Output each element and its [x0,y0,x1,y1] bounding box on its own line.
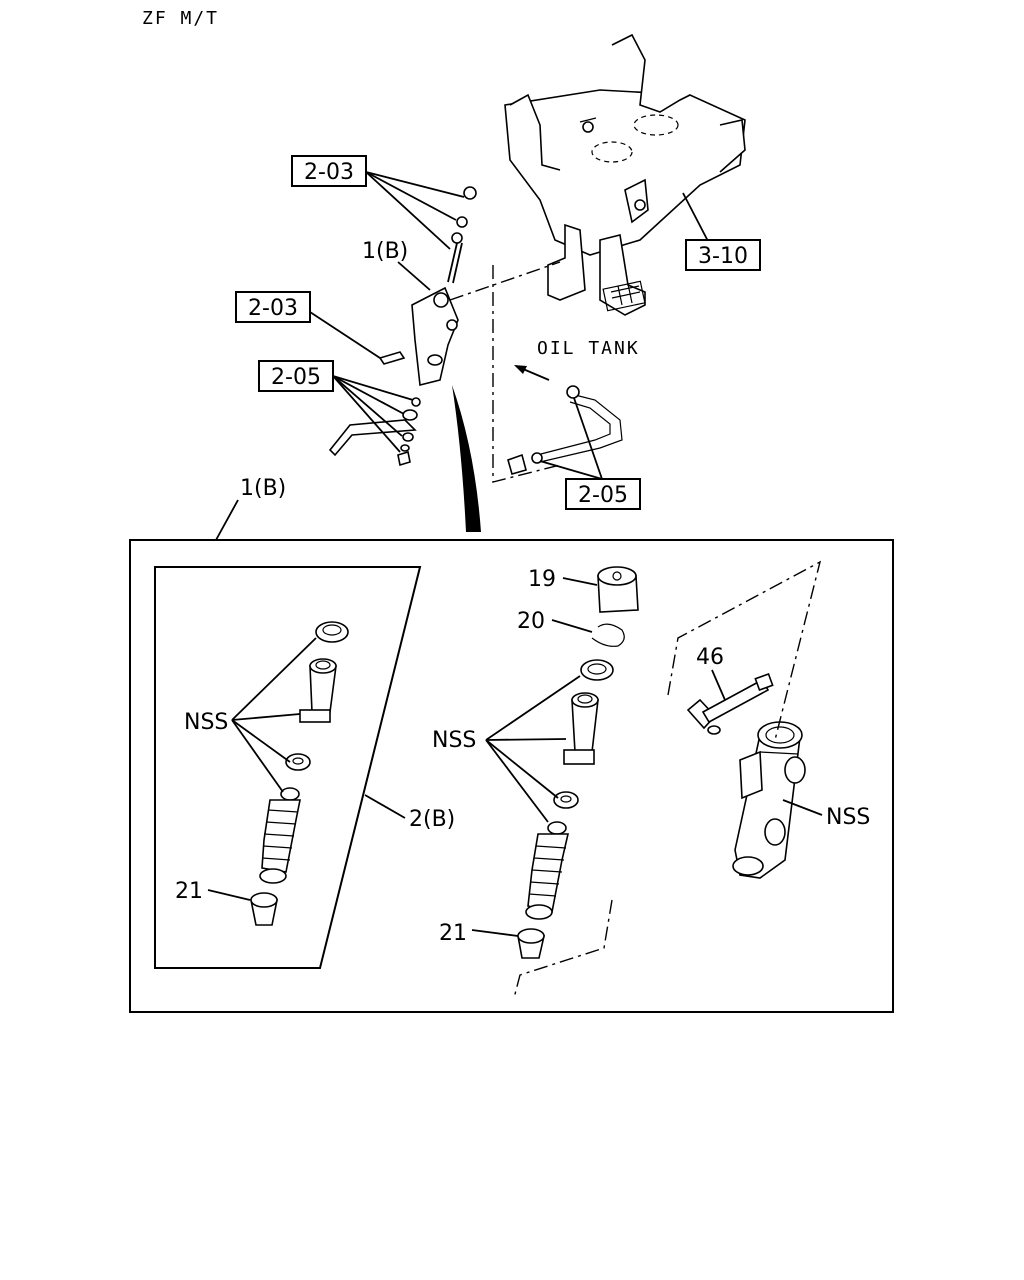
part-46: 46 [696,645,724,670]
cylinder-body [686,672,806,879]
centerline-tank [492,265,561,483]
ref-3-10[interactable]: 3-10 [698,244,748,269]
nss-label-left: NSS [184,710,228,735]
leader-nss-right [782,799,823,816]
ref-box-3-10[interactable] [685,239,761,271]
ref-box-2-03-mid[interactable] [235,291,311,323]
ref-box-2-03-top[interactable] [291,155,367,187]
leader-nss-m-a [485,675,581,741]
leader-2-05-l-b [332,375,405,415]
centerline-rod [449,261,561,301]
ref-2-03-top[interactable]: 2-03 [304,160,354,185]
ref-2-03-mid[interactable]: 2-03 [248,296,298,321]
part-20: 20 [517,609,545,634]
leader-2-05-r-b [539,460,603,480]
detail-pointer-icon [452,385,481,532]
leader-2-05-l-a [332,375,414,401]
nss-label-right: NSS [826,805,870,830]
oil-tank-hose [507,385,623,475]
label-1b-detail: 1(B) [240,476,286,501]
leader-2-03-a [365,171,465,198]
leader-nss-l-a [231,637,317,721]
ref-2-05-left[interactable]: 2-05 [271,365,321,390]
diagram-title: ZF M/T [142,8,219,29]
kit-middle-parts [517,566,639,959]
label-2b: 2(B) [409,807,455,832]
ref-box-2-05-right[interactable] [565,478,641,510]
leader-46 [711,669,726,701]
leader-nss-m-b [485,738,567,741]
leader-21-right [471,929,519,937]
leader-nss-m-d [485,739,549,823]
leader-nss-l-d [231,719,284,793]
leader-nss-l-b [231,713,301,721]
leader-2b [364,794,406,819]
part-21-right: 21 [439,921,467,946]
leader-2-03-b [365,171,457,221]
centerline-mid-kit [513,899,613,999]
arrow-head-icon [514,365,527,374]
leader-nss-m-c [485,739,559,799]
leader-3-10 [682,192,711,246]
oil-tank-label: OIL TANK [537,338,640,359]
leader-2-05-r-a [573,397,603,480]
part-19: 19 [528,567,556,592]
kit-2b-frame [154,566,422,969]
leader-20 [551,619,593,633]
pedal-bracket-assembly [504,33,746,316]
detail-frame [129,539,894,1013]
ref-2-05-right[interactable]: 2-05 [578,483,628,508]
ref-box-2-05-left[interactable] [258,360,334,392]
clutch-master-cylinder [328,186,477,467]
nss-label-mid: NSS [432,728,476,753]
leader-2-03-c [365,171,451,250]
leader-2-05-l-c [332,375,403,437]
centerline-cylinder [667,560,822,741]
leader-21-left [207,889,251,901]
leader-1b-detail [215,499,239,541]
leader-19 [562,577,598,586]
leader-2-05-l-d [332,375,401,453]
part-21-left: 21 [175,879,203,904]
leader-2-03-mid [309,311,381,359]
leader-nss-l-c [231,719,291,763]
kit-left-parts [250,621,349,926]
leader-1b-top [397,261,431,291]
label-1b-top: 1(B) [362,239,408,264]
